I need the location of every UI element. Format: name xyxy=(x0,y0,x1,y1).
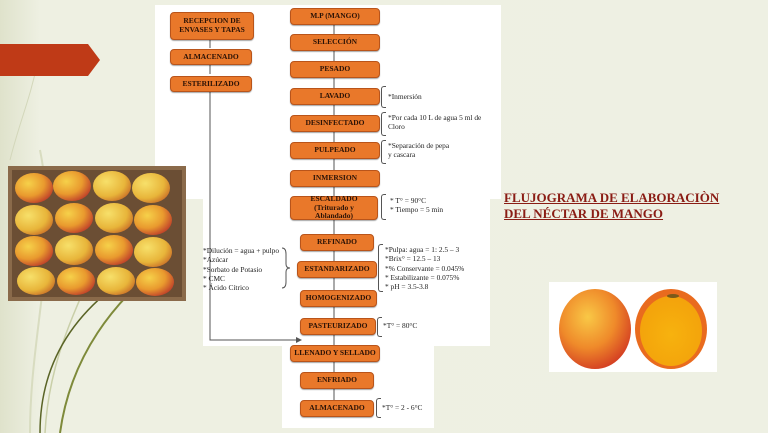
note-pasteurizado: *T° = 80°C xyxy=(383,321,417,330)
note-line: * T° = 90°C xyxy=(390,196,427,205)
note-lavado: *Inmersión xyxy=(388,92,422,101)
note-line: * Estabilizante = 0.075% xyxy=(385,272,460,282)
note-line: *Azúcar xyxy=(203,255,229,265)
step-pulpeado: PULPEADO xyxy=(290,142,380,159)
note-line: Cloro xyxy=(388,122,405,132)
step-inmersion: INMERSION xyxy=(290,170,380,187)
step-almacenado-envases: ALMACENADO xyxy=(170,49,252,65)
note-line: *Pulpa: agua = 1: 2.5 – 3 xyxy=(385,245,460,254)
note-escaldado: * T° = 90°C * Tiempo = 5 min xyxy=(390,196,443,215)
step-mp-mango: M.P (MANGO) xyxy=(290,8,380,25)
step-refinado: REFINADO xyxy=(300,234,374,251)
step-almacenado-final: ALMACENADO xyxy=(300,400,374,417)
accent-arrow-tab xyxy=(0,44,100,76)
brace-estandarizado xyxy=(378,244,383,292)
step-pasteurizado: PASTEURIZADO xyxy=(300,318,376,335)
note-line: *Dilución = agua + pulpo xyxy=(203,246,280,255)
note-line: *Sorbato de Potasio xyxy=(203,264,263,274)
note-line: y cascara xyxy=(388,150,416,160)
step-llenado-sellado: LLENADO Y SELLADO xyxy=(290,345,380,362)
step-recepcion-envases: RECEPCION DE ENVASES Y TAPAS xyxy=(170,12,254,40)
step-seleccion: SELECCIÓN xyxy=(290,34,380,51)
note-line: * Ácido Cítrico xyxy=(203,283,249,292)
brace-almacenado xyxy=(376,398,381,418)
note-line: *Brix° = 12.5 – 13 xyxy=(385,254,441,264)
note-line: * CMC xyxy=(203,273,225,283)
note-desinfectado: *Por cada 10 L de agua 5 ml de Cloro xyxy=(388,113,481,132)
mango-cut-image xyxy=(549,282,717,372)
brace-desinfectado xyxy=(381,112,386,136)
note-line: *Separación de pepa xyxy=(388,141,450,150)
brace-escaldado xyxy=(381,194,386,220)
note-ingredientes: *Dilución = agua + pulpo *Azúcar *Sorbat… xyxy=(203,246,279,292)
step-escaldado: ESCALDADO (Triturado y Ablandado) xyxy=(290,194,378,220)
slide-title: FLUJOGRAMA DE ELABORACIÒN DEL NÉCTAR DE … xyxy=(504,190,719,223)
brace-pasteurizado xyxy=(377,317,382,337)
note-estandarizado: *Pulpa: agua = 1: 2.5 – 3 *Brix° = 12.5 … xyxy=(385,245,464,291)
brace-lavado xyxy=(381,86,386,108)
step-lavado: LAVADO xyxy=(290,88,380,105)
mango-crate-image xyxy=(8,166,186,301)
step-esterilizado: ESTERILIZADO xyxy=(170,76,252,92)
note-line: * Tiempo = 5 min xyxy=(390,205,444,215)
note-line: *T° = 2 - 6°C xyxy=(382,403,423,412)
step-enfriado: ENFRIADO xyxy=(300,372,374,389)
note-line: * pH = 3.5-3.8 xyxy=(385,282,429,291)
note-line: *Por cada 10 L de agua 5 ml de xyxy=(388,113,482,122)
step-desinfectado: DESINFECTADO xyxy=(290,115,380,132)
step-pesado: PESADO xyxy=(290,61,380,78)
note-line: *Inmersión xyxy=(388,92,422,101)
note-almacenado: *T° = 2 - 6°C xyxy=(382,403,422,412)
note-line: *T° = 80°C xyxy=(383,321,418,330)
slide-title-line2: DEL NÉCTAR DE MANGO xyxy=(504,206,664,222)
step-homogenizado: HOMOGENIZADO xyxy=(300,290,377,307)
slide-title-line1: FLUJOGRAMA DE ELABORACIÒN xyxy=(504,190,720,205)
step-estandarizado: ESTANDARIZADO xyxy=(297,261,377,278)
brace-pulpeado xyxy=(381,140,386,164)
note-pulpeado: *Separación de pepa y cascara xyxy=(388,141,449,160)
note-line: *% Conservante = 0.045% xyxy=(385,263,465,273)
